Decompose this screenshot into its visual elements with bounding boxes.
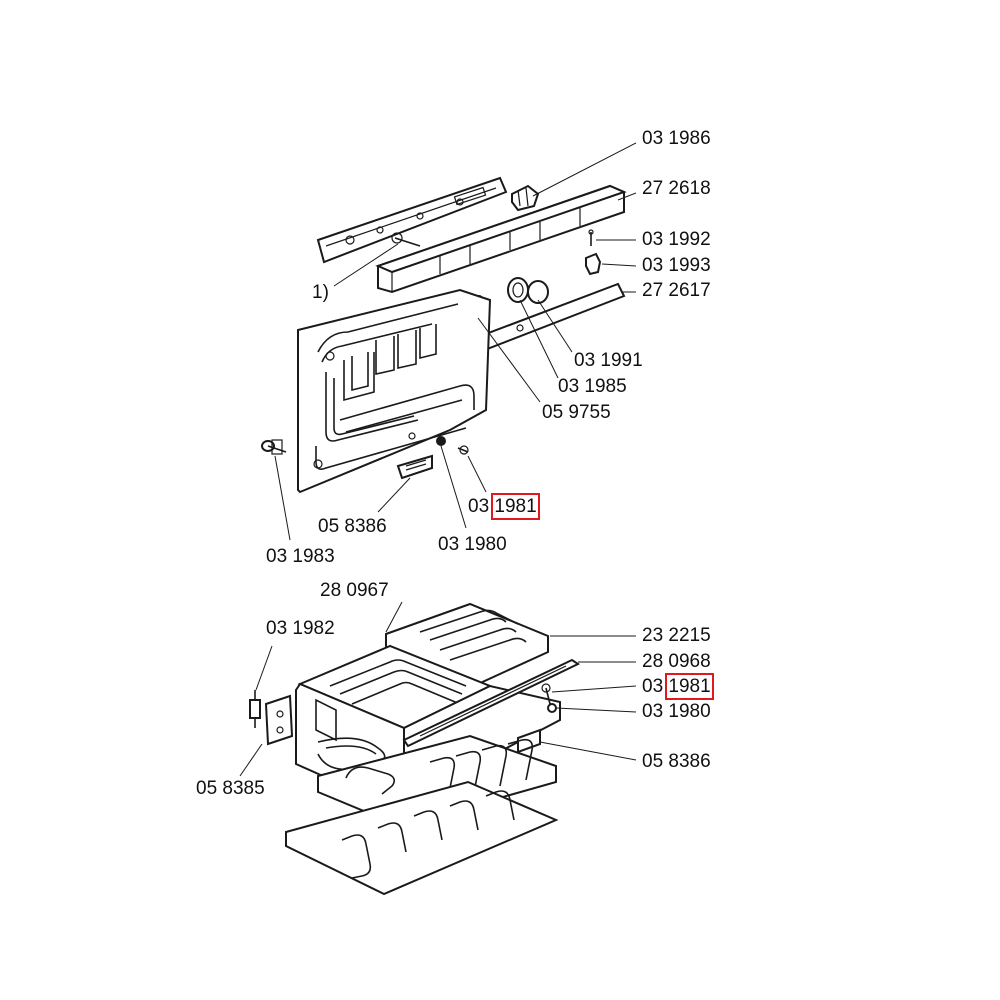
nut-part-lower (547, 703, 557, 713)
label-05-8385: 05 8385 (196, 778, 265, 799)
label-28-0967: 28 0967 (320, 580, 389, 601)
nut-part (436, 436, 446, 446)
label-27-2618: 27 2618 (642, 178, 711, 199)
rail-bolt (391, 232, 421, 247)
label-03-1981-lower-prefix: 03 (642, 676, 664, 697)
label-03-1991: 03 1991 (574, 350, 643, 371)
label-03-1993: 03 1993 (642, 255, 711, 276)
label-27-2617: 27 2617 (642, 280, 711, 301)
bracket-part (396, 454, 433, 480)
highlighted-part-number: 1981 (491, 493, 540, 520)
label-05-8386-lower: 05 8386 (642, 751, 711, 772)
label-03-1982: 03 1982 (266, 618, 335, 639)
bottom-plate (285, 780, 559, 896)
leader-lines-upper (274, 142, 637, 541)
label-03-1981-upper-prefix: 03 (468, 496, 490, 517)
label-28-0968: 28 0968 (642, 651, 711, 672)
pin-part (588, 229, 594, 246)
label-03-1980-upper: 03 1980 (438, 534, 507, 555)
control-panel-housing (375, 184, 627, 294)
side-strip (402, 658, 581, 748)
screw-part (457, 445, 469, 455)
mounting-rail (316, 176, 508, 264)
clip-part (585, 252, 602, 276)
screw-part-lower (541, 683, 551, 705)
label-03-1980-lower: 03 1980 (642, 701, 711, 722)
label-03-1992: 03 1992 (642, 229, 711, 250)
leader-lines-lower (239, 601, 637, 777)
heating-plate (297, 288, 492, 494)
label-03-1981-upper: 03 1981 (468, 493, 540, 520)
bottom-heating-element (317, 734, 557, 828)
label-23-2215: 23 2215 (642, 625, 711, 646)
label-03-1981-lower: 03 1981 (642, 673, 714, 700)
terminal-part (249, 690, 261, 728)
knob-assembly (507, 277, 549, 304)
side-bracket (264, 694, 294, 746)
label-footnote-1: 1) (312, 282, 329, 303)
label-05-9755: 05 9755 (542, 402, 611, 423)
highlighted-part-number-lower: 1981 (665, 673, 714, 700)
fixing-screw (261, 439, 287, 455)
label-03-1983: 03 1983 (266, 546, 335, 567)
label-05-8386-upper: 05 8386 (318, 516, 387, 537)
label-03-1986: 03 1986 (642, 128, 711, 149)
connector-part (511, 184, 540, 212)
label-03-1985: 03 1985 (558, 376, 627, 397)
